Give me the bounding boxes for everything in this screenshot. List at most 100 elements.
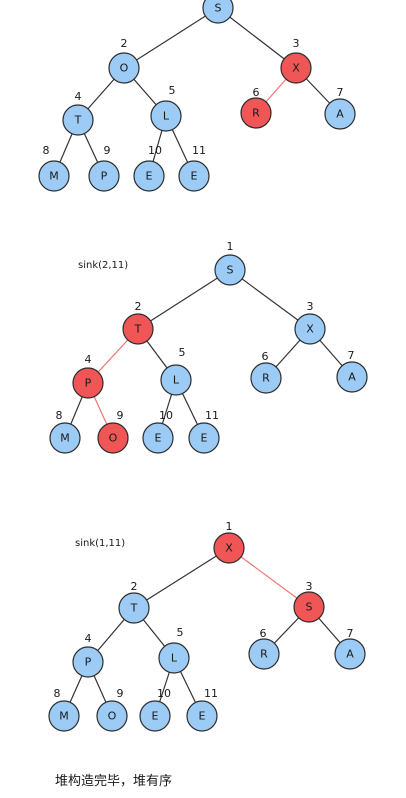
node-index-label: 10 bbox=[148, 144, 162, 157]
node-index-label: 10 bbox=[157, 687, 171, 700]
tree-node-11 bbox=[188, 422, 220, 454]
node-letter: T bbox=[130, 602, 138, 615]
tree-node-9-highlighted bbox=[97, 422, 129, 454]
node-index-label: 10 bbox=[159, 409, 173, 422]
node-index-label: 7 bbox=[348, 349, 355, 362]
node-index-label: 1 bbox=[226, 520, 233, 533]
node-letter: R bbox=[260, 648, 268, 661]
tree-node-5 bbox=[160, 364, 192, 396]
tree-node-8 bbox=[49, 422, 81, 454]
node-index-label: 6 bbox=[262, 350, 269, 363]
node-index-label: 3 bbox=[306, 580, 313, 593]
node-letter: E bbox=[191, 170, 198, 183]
node-letter: T bbox=[74, 114, 82, 127]
node-letter: E bbox=[199, 710, 206, 723]
tree-node-10 bbox=[139, 700, 171, 732]
node-index-label: 2 bbox=[121, 37, 128, 50]
tree-node-6-highlighted bbox=[240, 97, 272, 129]
tree-node-4-highlighted bbox=[72, 367, 104, 399]
tree-node-9 bbox=[96, 700, 128, 732]
tree-node-11 bbox=[178, 160, 210, 192]
tree-node-1-highlighted bbox=[213, 532, 245, 564]
node-index-label: 4 bbox=[85, 632, 92, 645]
tree-node-7 bbox=[324, 98, 356, 130]
node-index-label: 3 bbox=[293, 37, 300, 50]
node-letter: L bbox=[171, 652, 178, 665]
node-letter: E bbox=[201, 432, 208, 445]
node-letter: O bbox=[109, 432, 118, 445]
tree-edge bbox=[217, 7, 297, 69]
tree-node-2 bbox=[108, 52, 140, 84]
node-letter: O bbox=[120, 62, 129, 75]
tree-edge bbox=[229, 269, 311, 330]
node-letter: E bbox=[152, 710, 159, 723]
tree-node-9 bbox=[88, 160, 120, 192]
node-index-label: 11 bbox=[205, 409, 219, 422]
node-letter: A bbox=[336, 108, 344, 121]
node-index-label: 2 bbox=[131, 580, 138, 593]
tree-node-3 bbox=[294, 313, 326, 345]
tree-node-6 bbox=[248, 638, 280, 670]
tree-node-5 bbox=[158, 642, 190, 674]
node-index-label: 4 bbox=[85, 353, 92, 366]
node-index-label: 9 bbox=[104, 144, 111, 157]
node-letter: M bbox=[59, 710, 69, 723]
node-letter: R bbox=[262, 372, 270, 385]
node-index-label: 5 bbox=[177, 626, 184, 639]
node-letter: X bbox=[292, 62, 300, 75]
node-letter: E bbox=[155, 432, 162, 445]
tree-node-8 bbox=[48, 700, 80, 732]
node-index-label: 9 bbox=[117, 687, 124, 700]
tree-edge bbox=[137, 269, 231, 330]
node-index-label: 4 bbox=[75, 90, 82, 103]
node-letter: A bbox=[348, 371, 356, 384]
tree-node-3-highlighted bbox=[293, 591, 325, 623]
node-letter: P bbox=[101, 170, 108, 183]
step-label: sink(1,11) bbox=[75, 538, 125, 549]
tree-node-10 bbox=[142, 422, 174, 454]
tree-node-4 bbox=[62, 104, 94, 136]
node-index-label: 7 bbox=[337, 86, 344, 99]
node-index-label: 7 bbox=[347, 627, 354, 640]
node-index-label: 11 bbox=[204, 687, 218, 700]
tree-node-1 bbox=[202, 0, 234, 24]
step-label: sink(2,11) bbox=[78, 260, 128, 271]
tree-edge-highlighted bbox=[228, 547, 310, 608]
node-letter: M bbox=[49, 170, 59, 183]
tree-edge bbox=[123, 7, 219, 69]
node-index-label: 9 bbox=[117, 409, 124, 422]
tree-node-1 bbox=[214, 254, 246, 286]
tree-node-2 bbox=[118, 592, 150, 624]
node-letter: O bbox=[108, 710, 117, 723]
node-letter: S bbox=[215, 2, 222, 15]
node-index-label: 3 bbox=[307, 300, 314, 313]
node-index-label: 8 bbox=[54, 687, 61, 700]
node-index-label: 5 bbox=[169, 84, 176, 97]
node-index-label: 6 bbox=[260, 627, 267, 640]
node-index-label: 6 bbox=[253, 86, 260, 99]
node-letter: E bbox=[146, 170, 153, 183]
tree-node-6 bbox=[250, 362, 282, 394]
node-letter: P bbox=[85, 656, 92, 669]
node-letter: S bbox=[227, 264, 234, 277]
node-letter: M bbox=[60, 432, 70, 445]
node-index-label: 2 bbox=[135, 300, 142, 313]
node-letter: L bbox=[163, 110, 170, 123]
tree-node-10 bbox=[133, 160, 165, 192]
node-index-label: 8 bbox=[56, 409, 63, 422]
node-letter: R bbox=[252, 107, 260, 120]
node-index-label: 1 bbox=[227, 240, 234, 253]
caption: 堆构造完毕，堆有序 bbox=[55, 774, 173, 789]
node-letter: X bbox=[225, 542, 233, 555]
node-letter: X bbox=[306, 323, 314, 336]
node-letter: A bbox=[346, 648, 354, 661]
node-letter: L bbox=[173, 374, 180, 387]
node-letter: S bbox=[306, 601, 313, 614]
tree-node-5 bbox=[150, 100, 182, 132]
tree-node-8 bbox=[38, 160, 70, 192]
node-letter: T bbox=[134, 323, 142, 336]
node-index-label: 11 bbox=[192, 144, 206, 157]
